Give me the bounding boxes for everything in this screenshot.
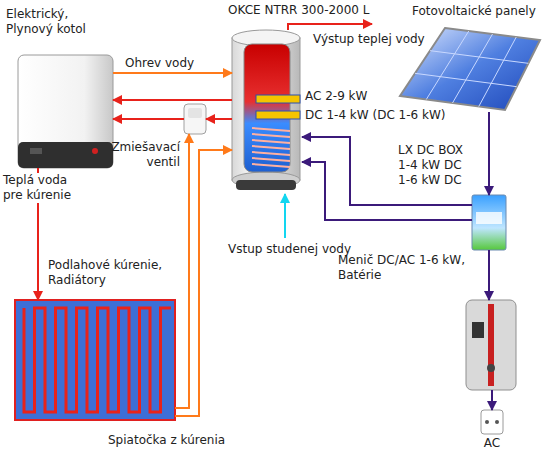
pipe-connector <box>113 118 184 120</box>
dc-box: LX DC BOX 1-4 kW DC 1-6 kW DC <box>472 195 506 250</box>
annotation: AC 2-9 kW <box>305 89 367 103</box>
power-rating: AC 2-9 kW <box>305 89 367 104</box>
node-label: Elektrický, Plynový kotol <box>6 7 86 36</box>
edge-label: Spiatočka z kúrenia <box>108 433 225 447</box>
pipe-connector <box>175 150 232 416</box>
panel-grid-line <box>415 73 517 86</box>
pipe-connector <box>113 99 232 101</box>
storage-tank: OKCE NTRR 300-2000 L <box>232 30 302 192</box>
dc-box-drawing <box>472 195 506 250</box>
floor-heating-drawing <box>15 300 175 420</box>
node-heading: Elektrický, Plynový kotol <box>6 7 116 37</box>
mixing-valve-drawing <box>184 104 206 134</box>
coil-winding <box>252 128 290 131</box>
node-label: AC <box>484 436 500 450</box>
node-heading: AC <box>472 436 512 451</box>
panel-grid-line <box>430 51 528 64</box>
node-label: OKCE NTRR 300-2000 L <box>228 3 370 17</box>
pipe-connector <box>491 390 493 410</box>
edge-label-holder: Spiatočka z kúrenia <box>108 433 225 448</box>
coil-winding <box>252 134 290 137</box>
node-heading: Podlahové kúrenie, Radiátory <box>48 258 178 288</box>
pipe-connector <box>175 134 189 408</box>
pipe-connector <box>302 137 472 205</box>
coil-winding <box>252 164 290 167</box>
pipe-connector <box>113 72 232 74</box>
coil-winding <box>252 146 290 149</box>
inlet-label: Vstup studenej vody <box>228 242 351 257</box>
node-label: Fotovoltaické panely <box>412 4 536 18</box>
node-heading: LX DC BOX 1-4 kW DC 1-6 kW DC <box>398 143 470 188</box>
inverter-drawing <box>466 300 516 390</box>
inverter: Menič DC/AC 1-6 kW, Batérie <box>466 300 516 390</box>
edge-label-holder: DC 1-4 kW (DC 1-6 kW) <box>305 108 446 123</box>
node-heading: Zmiešavací ventil <box>96 140 180 170</box>
outlet-label: Výstup teplej vody <box>313 32 425 47</box>
coil-winding <box>252 158 290 161</box>
panel-grid-line <box>479 37 517 107</box>
pipe-connector <box>488 112 490 195</box>
panel-grid-line <box>426 31 469 100</box>
node-heading: Menič DC/AC 1-6 kW, Batérie <box>338 253 473 283</box>
annotation: Vstup studenej vody <box>228 242 351 256</box>
floor-heating: Podlahové kúrenie, Radiátory <box>15 300 175 420</box>
ac-socket: AC <box>481 410 503 434</box>
node-heading: Fotovoltaické panely <box>412 4 536 19</box>
ac-socket-drawing <box>481 410 503 434</box>
edge-label: DC 1-4 kW (DC 1-6 kW) <box>305 108 446 122</box>
node-heading: OKCE NTRR 300-2000 L <box>228 3 370 18</box>
cold-water-inlet <box>284 194 286 238</box>
annotation: Výstup teplej vody <box>313 32 425 46</box>
node-label: LX DC BOX 1-4 kW DC 1-6 kW DC <box>398 143 463 187</box>
coil-winding <box>252 152 290 155</box>
edge-label: Ohrev vody <box>125 56 194 70</box>
coil-winding <box>252 140 290 143</box>
tank-drawing <box>232 30 300 190</box>
node-label: Zmiešavací ventil <box>111 140 180 169</box>
node-label: Podlahové kúrenie, Radiátory <box>48 258 162 287</box>
hot-water-outlet <box>288 24 372 30</box>
mixing-valve: Zmiešavací ventil <box>184 104 206 134</box>
boiler-drawing <box>18 55 113 168</box>
edge-label-holder: Ohrev vody <box>125 56 194 71</box>
pipe-connector <box>488 250 490 300</box>
edge-label: Teplá voda pre kúrenie <box>3 173 83 203</box>
edge-label-holder: Teplá voda pre kúrenie <box>3 173 83 203</box>
pipe-connector <box>206 118 232 120</box>
node-label: Menič DC/AC 1-6 kW, Batérie <box>338 253 465 282</box>
boiler: Elektrický, Plynový kotol <box>18 55 113 168</box>
